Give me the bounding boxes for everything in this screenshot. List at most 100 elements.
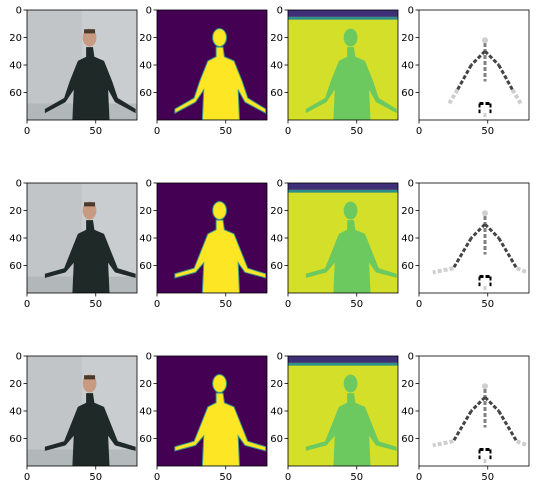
y-tick-label: 0 bbox=[408, 352, 414, 363]
y-tick-label: 40 bbox=[401, 407, 414, 418]
y-tick-label: 0 bbox=[408, 6, 414, 17]
x-tick-label: 50 bbox=[89, 299, 102, 310]
y-tick-label: 0 bbox=[408, 179, 414, 190]
skeleton-head-joint bbox=[482, 210, 488, 217]
y-tick-label: 0 bbox=[277, 352, 283, 363]
x-tick-label: 50 bbox=[219, 472, 232, 483]
y-tick-label: 20 bbox=[139, 379, 152, 390]
y-tick-label: 20 bbox=[401, 33, 414, 44]
y-tick-label: 40 bbox=[270, 61, 283, 72]
skeleton-head-joint bbox=[482, 383, 488, 390]
y-tick-label: 20 bbox=[139, 33, 152, 44]
skeleton-limb bbox=[432, 439, 454, 448]
skeleton-limb bbox=[456, 64, 473, 91]
y-tick-label: 40 bbox=[401, 61, 414, 72]
y-tick-label: 60 bbox=[270, 261, 283, 272]
x-tick-label: 0 bbox=[154, 299, 160, 310]
y-tick-label: 20 bbox=[9, 33, 22, 44]
x-tick-label: 0 bbox=[154, 472, 160, 483]
skeleton-limb bbox=[470, 223, 487, 240]
depth-map-panel: 0 50 0 20 40 60 bbox=[270, 6, 399, 137]
y-tick-label: 0 bbox=[277, 6, 283, 17]
x-tick-label: 0 bbox=[285, 299, 291, 310]
y-tick-label: 60 bbox=[139, 261, 152, 272]
pose-skeleton-panel: 0 50 0 20 40 60 bbox=[401, 352, 530, 483]
y-tick-label: 40 bbox=[9, 234, 22, 245]
y-tick-label: 20 bbox=[139, 206, 152, 217]
y-tick-label: 0 bbox=[146, 352, 152, 363]
skeleton-limb bbox=[510, 88, 523, 105]
skeleton-limb bbox=[470, 396, 487, 413]
y-tick-label: 20 bbox=[270, 206, 283, 217]
y-tick-label: 60 bbox=[401, 434, 414, 445]
x-tick-label: 0 bbox=[24, 299, 30, 310]
x-tick-label: 0 bbox=[285, 126, 291, 137]
x-tick-label: 0 bbox=[416, 472, 422, 483]
x-tick-label: 50 bbox=[89, 126, 102, 137]
x-tick-label: 50 bbox=[350, 299, 363, 310]
skeleton-limb bbox=[447, 88, 460, 105]
x-tick-label: 0 bbox=[24, 472, 30, 483]
y-tick-label: 60 bbox=[9, 88, 22, 99]
y-tick-label: 40 bbox=[9, 61, 22, 72]
x-tick-label: 50 bbox=[350, 126, 363, 137]
rgb-frame-panel: 0 50 0 20 40 60 bbox=[9, 179, 138, 310]
segmentation-mask-panel: 0 50 0 20 40 60 bbox=[139, 6, 268, 137]
y-tick-label: 20 bbox=[401, 379, 414, 390]
y-tick-label: 20 bbox=[270, 33, 283, 44]
x-tick-label: 0 bbox=[154, 126, 160, 137]
y-tick-label: 60 bbox=[401, 88, 414, 99]
segmentation-mask-panel: 0 50 0 20 40 60 bbox=[139, 352, 268, 483]
segmentation-mask-panel: 0 50 0 20 40 60 bbox=[139, 179, 268, 310]
y-tick-label: 40 bbox=[9, 407, 22, 418]
y-tick-label: 40 bbox=[139, 234, 152, 245]
y-tick-label: 60 bbox=[270, 88, 283, 99]
skeleton-limb bbox=[483, 396, 500, 413]
x-tick-label: 50 bbox=[219, 299, 232, 310]
y-tick-label: 40 bbox=[139, 407, 152, 418]
y-tick-label: 40 bbox=[139, 61, 152, 72]
x-tick-label: 0 bbox=[285, 472, 291, 483]
x-tick-label: 50 bbox=[481, 472, 494, 483]
x-tick-label: 0 bbox=[416, 299, 422, 310]
y-tick-label: 0 bbox=[146, 179, 152, 190]
y-tick-label: 0 bbox=[146, 6, 152, 17]
x-tick-label: 0 bbox=[24, 126, 30, 137]
skeleton-limb bbox=[497, 64, 514, 91]
x-tick-label: 50 bbox=[350, 472, 363, 483]
y-tick-label: 60 bbox=[139, 88, 152, 99]
skeleton-head-joint bbox=[482, 37, 488, 44]
y-tick-label: 40 bbox=[270, 407, 283, 418]
y-tick-label: 0 bbox=[16, 6, 22, 17]
y-tick-label: 60 bbox=[270, 434, 283, 445]
y-tick-label: 60 bbox=[9, 261, 22, 272]
skeleton-limb bbox=[483, 223, 500, 240]
y-tick-label: 40 bbox=[401, 234, 414, 245]
y-tick-label: 40 bbox=[270, 234, 283, 245]
pose-skeleton-panel: 0 50 0 20 40 60 bbox=[401, 6, 530, 137]
y-tick-label: 0 bbox=[277, 179, 283, 190]
skeleton-limb bbox=[515, 266, 529, 275]
y-tick-label: 20 bbox=[270, 379, 283, 390]
depth-map-panel: 0 50 0 20 40 60 bbox=[270, 352, 399, 483]
x-tick-label: 50 bbox=[481, 126, 494, 137]
x-tick-label: 50 bbox=[89, 472, 102, 483]
y-tick-label: 60 bbox=[139, 434, 152, 445]
depth-map-panel: 0 50 0 20 40 60 bbox=[270, 179, 399, 310]
skeleton-limb bbox=[515, 439, 529, 448]
x-tick-label: 50 bbox=[481, 299, 494, 310]
skeleton-limb bbox=[470, 50, 487, 67]
y-tick-label: 0 bbox=[16, 179, 22, 190]
y-tick-label: 20 bbox=[9, 379, 22, 390]
y-tick-label: 20 bbox=[9, 206, 22, 217]
skeleton-limb bbox=[483, 50, 500, 67]
x-tick-label: 0 bbox=[416, 126, 422, 137]
y-tick-label: 0 bbox=[16, 352, 22, 363]
rgb-frame-panel: 0 50 0 20 40 60 bbox=[9, 352, 138, 483]
y-tick-label: 20 bbox=[401, 206, 414, 217]
skeleton-limb bbox=[432, 266, 454, 275]
x-tick-label: 50 bbox=[219, 126, 232, 137]
y-tick-label: 60 bbox=[9, 434, 22, 445]
